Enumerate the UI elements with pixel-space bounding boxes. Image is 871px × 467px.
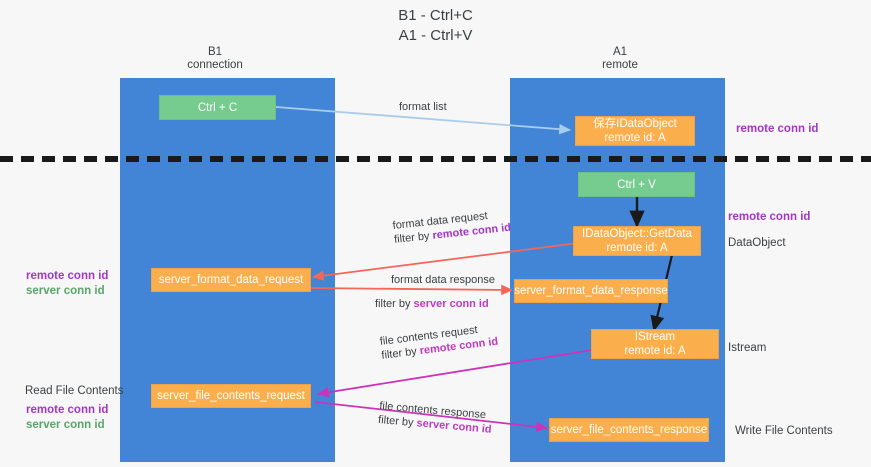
node-istream-line-1: IStream [634,331,676,343]
annotation-right-dataobject: DataObject [728,236,786,251]
edge-label-format-list: format list [399,101,447,113]
node-server-format-data-request[interactable]: server_format_data_request [151,268,311,292]
edge-label-format-data-request: format data request filter by remote con… [392,207,512,247]
annotation-right-remote-conn-id-top-text: remote conn id [736,123,819,135]
node-server-format-data-response-label: server_format_data_response [514,285,668,297]
node-istream[interactable]: IStream remote id: A [591,329,719,359]
annotation-right-remote-conn-id-top: remote conn id [736,122,818,137]
edge-label-file-contents-request: file contents request filter by remote c… [379,321,499,363]
node-ctrl-c-label: Ctrl + C [197,101,238,114]
column-header-b1: B1 connection [155,46,275,72]
annotation-left-read-file-contents-text: Read File Contents [25,385,124,397]
annotation-left-conn-ids-bottom: remote conn id server conn id [26,403,108,433]
filter-key-server-conn-id: server conn id [413,298,489,310]
annotation-left-server-conn-id-bottom: server conn id [26,419,105,431]
annotation-right-write-file-contents-text: Write File Contents [735,425,833,437]
annotation-right-istream: Istream [728,341,766,356]
node-save-idataobject-line-2: remote id: A [604,132,666,144]
column-header-a1-name: A1 [612,46,628,58]
node-server-file-contents-response-label: server_file_contents_response [550,424,708,436]
annotation-right-write-file-contents: Write File Contents [735,424,833,439]
node-idataobject-getdata-line-1: IDataObject::GetData [582,228,692,240]
column-header-a1: A1 remote [560,46,680,72]
edge-label-format-data-response-filter: filter by server conn id [375,297,489,311]
annotation-left-server-conn-id-mid: server conn id [26,285,105,297]
column-header-a1-sub: remote [602,59,638,71]
page-title: B1 - Ctrl+C A1 - Ctrl+V [0,6,871,46]
node-server-format-data-request-label: server_format_data_request [158,274,304,286]
node-server-file-contents-response[interactable]: server_file_contents_response [549,418,709,442]
page-title-line-2: A1 - Ctrl+V [398,27,473,44]
node-server-format-data-response[interactable]: server_format_data_response [514,279,668,303]
annotation-right-remote-conn-id-mid: remote conn id [728,210,810,225]
filter-prefix: filter by [377,413,418,430]
annotation-left-read-file-contents: Read File Contents [25,384,123,399]
node-save-idataobject-line-1: 保存IDataObject [593,118,677,130]
page-title-line-1: B1 - Ctrl+C [398,7,473,24]
node-istream-line-2: remote id: A [624,345,686,357]
column-header-b1-name: B1 [207,46,223,58]
node-idataobject-getdata-line-2: remote id: A [606,242,668,254]
annotation-left-conn-ids-mid: remote conn id server conn id [26,269,108,299]
annotation-right-istream-text: Istream [728,342,767,354]
arrow-format-data-response [309,284,514,296]
filter-prefix: filter by [380,345,421,362]
edge-label-format-data-response: format data response [391,273,495,287]
filter-prefix: filter by [393,229,434,246]
node-ctrl-v[interactable]: Ctrl + V [578,172,695,197]
node-idataobject-getdata[interactable]: IDataObject::GetData remote id: A [573,226,701,256]
node-ctrl-v-label: Ctrl + V [617,178,656,191]
edge-label-format-data-response-text: format data response [391,274,495,286]
filter-prefix: filter by [375,298,414,310]
annotation-right-remote-conn-id-mid-text: remote conn id [728,211,811,223]
node-save-idataobject[interactable]: 保存IDataObject remote id: A [575,116,695,146]
column-header-b1-sub: connection [187,59,243,71]
annotation-left-remote-conn-id-bottom: remote conn id [26,404,109,416]
annotation-left-remote-conn-id-mid: remote conn id [26,270,109,282]
node-server-file-contents-request[interactable]: server_file_contents_request [151,384,311,408]
annotation-right-dataobject-text: DataObject [728,237,786,249]
node-ctrl-c[interactable]: Ctrl + C [159,95,276,120]
node-server-file-contents-request-label: server_file_contents_request [157,390,305,402]
edge-label-file-contents-response: file contents response filter by server … [378,399,494,437]
